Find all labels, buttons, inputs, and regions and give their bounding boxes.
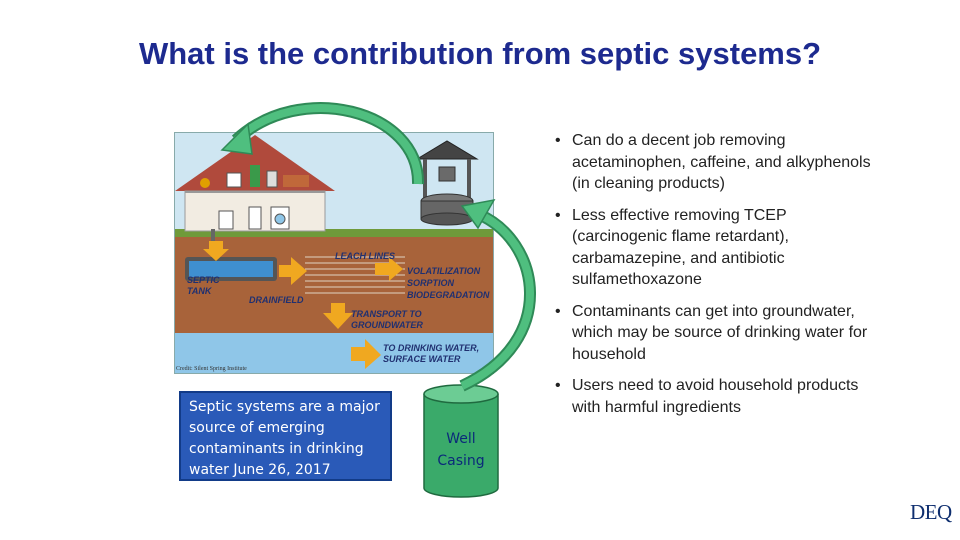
- mug-icon: [226, 172, 242, 188]
- toilet-icon: [218, 210, 234, 230]
- septic-illustration: [175, 135, 493, 373]
- well-icon: [415, 140, 479, 226]
- sink-icon: [248, 206, 262, 230]
- bullet-item: Less effective removing TCEP (carcinogen…: [550, 205, 880, 291]
- right-arrow-1: [279, 257, 307, 285]
- bullet-item: Contaminants can get into groundwater, w…: [550, 301, 880, 366]
- drain-pipe: [211, 229, 215, 249]
- bullet-list: Can do a decent job removing acetaminoph…: [550, 130, 880, 428]
- leach-lines-label: LEACH LINES: [335, 251, 396, 261]
- right-arrow-2: [351, 339, 381, 369]
- down-arrow-1: [203, 241, 229, 261]
- biodegradation-label: BIODEGRADATION: [407, 290, 490, 300]
- well-casing-shape: [423, 384, 499, 498]
- can-icon: [266, 170, 278, 188]
- septic-tank-label: SEPTIC TANK: [187, 275, 220, 296]
- deq-logo: DEQ: [910, 500, 952, 524]
- transport-label: TRANSPORT TO GROUNDWATER: [351, 309, 423, 330]
- down-arrow-2: [323, 303, 353, 329]
- sofa-icon: [283, 175, 309, 187]
- bullet-item: Can do a decent job removing acetaminoph…: [550, 130, 880, 195]
- bullet-item: Users need to avoid household products w…: [550, 375, 880, 418]
- grass-strip: [175, 229, 493, 237]
- flow-arrows: [203, 241, 403, 369]
- drinking-water-label: TO DRINKING WATER, SURFACE WATER: [383, 343, 480, 364]
- drainfield-label: DRAINFIELD: [249, 295, 304, 305]
- volatilization-label: VOLATILIZATION: [407, 266, 481, 276]
- image-credit: Credit: Silent Spring Institute: [176, 366, 247, 372]
- pill-icon: [200, 178, 210, 188]
- well-casing-label: Well Casing: [437, 431, 485, 469]
- right-arrow-3: [375, 257, 403, 281]
- bottle-icon: [250, 165, 260, 187]
- slide-title: What is the contribution from septic sys…: [138, 36, 822, 71]
- septic-callout-box: Septic systems are a major source of eme…: [179, 391, 392, 481]
- sorption-label: SORPTION: [407, 278, 455, 288]
- groundwater-layer: [175, 333, 493, 373]
